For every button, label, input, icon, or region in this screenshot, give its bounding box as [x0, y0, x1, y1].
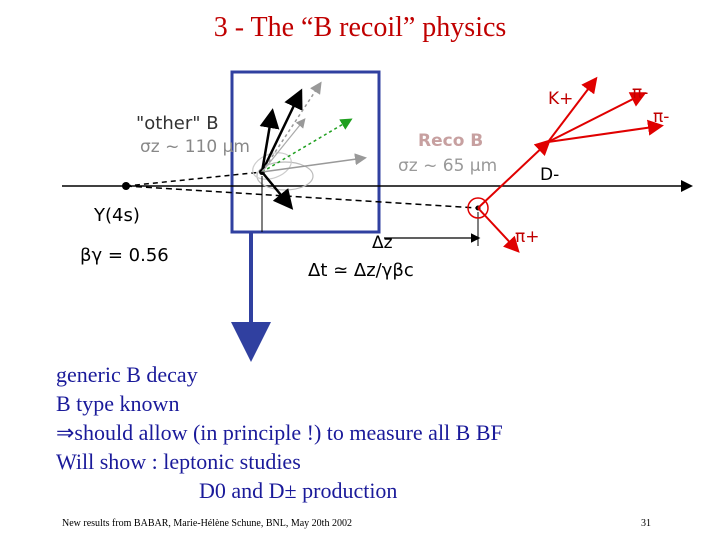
bullet-item: B type known — [56, 391, 180, 416]
other-track-4 — [261, 118, 353, 173]
pi-plus-track — [477, 207, 520, 253]
bullet-list: generic B decay B type known ⇒should all… — [56, 360, 503, 505]
pi-plus-label: π+ — [515, 227, 539, 247]
boost-label: βγ = 0.56 — [80, 245, 169, 266]
boost-dashed — [125, 171, 263, 187]
bullet-item: Will show : leptonic studies — [56, 449, 301, 474]
pi-minus-track-2 — [547, 119, 664, 143]
d-minus-track — [477, 139, 551, 209]
slide-footer: New results from BABAR, Marie-Hélène Sch… — [62, 518, 352, 529]
delta-z-label: Δz — [372, 233, 393, 253]
k-plus-label: K+ — [548, 89, 573, 109]
other-track-6 — [261, 118, 306, 173]
other-b-sigma: σz ~ 110 μm — [140, 137, 250, 157]
slide-title: 3 - The “B recoil” physics — [213, 12, 507, 43]
delta-t-label: Δt ≃ Δz/γβc — [308, 260, 414, 281]
page-number: 31 — [641, 518, 651, 529]
pi-minus-label-1: π- — [632, 83, 648, 103]
reco-b-sigma: σz ~ 65 μm — [398, 156, 497, 176]
pi-minus-label-2: π- — [653, 107, 669, 127]
other-track-2 — [259, 108, 280, 173]
k-plus-track — [547, 76, 598, 143]
other-track-1 — [260, 88, 303, 173]
bullet-item: ⇒should allow (in principle !) to measur… — [56, 420, 503, 445]
reco-flight-dashed — [125, 185, 479, 209]
reco-b-ellipse — [467, 197, 489, 219]
other-b-label: "other" B — [136, 113, 219, 134]
other-track-7 — [261, 171, 294, 210]
other-track-5 — [261, 153, 367, 173]
highlight-box — [230, 70, 381, 234]
bullet-item: generic B decay — [56, 362, 198, 387]
bullet-item: D0 and D± production — [199, 478, 398, 503]
upsilon-vertex — [122, 182, 130, 190]
other-b-ellipse-2 — [252, 152, 292, 180]
pi-minus-track-1 — [547, 92, 647, 143]
d-minus-label: D- — [540, 165, 559, 185]
reco-b-label: Reco B — [418, 131, 483, 151]
upsilon-label: Υ(4s) — [93, 205, 140, 226]
